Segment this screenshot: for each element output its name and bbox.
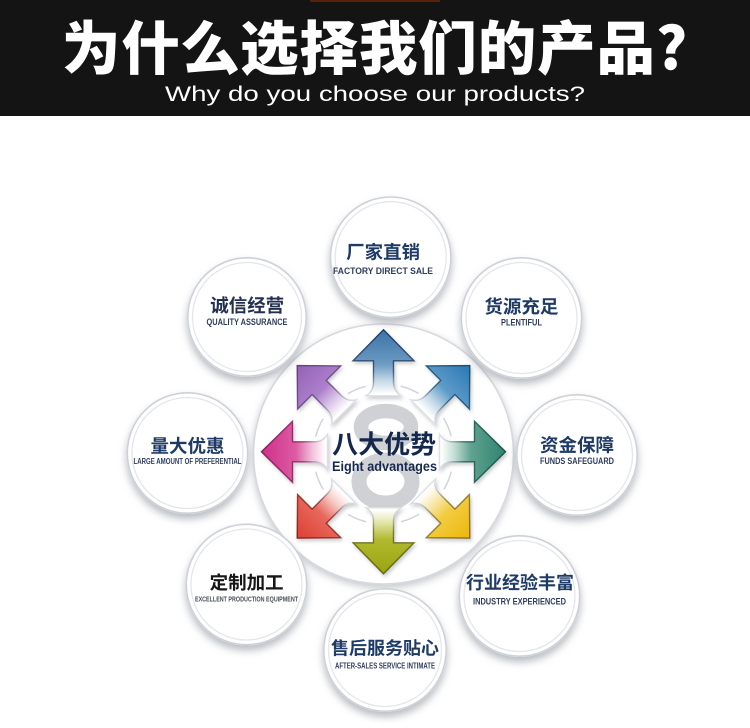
svg-text:FUNDS SAFEGUARD: FUNDS SAFEGUARD — [540, 456, 614, 466]
svg-text:EXCELLENT PRODUCTION EQUIPMENT: EXCELLENT PRODUCTION EQUIPMENT — [195, 595, 298, 604]
svg-text:Eight advantages: Eight advantages — [332, 458, 437, 474]
svg-text:PLENTIFUL: PLENTIFUL — [501, 318, 542, 328]
svg-text:INDUSTRY EXPERIENCED: INDUSTRY EXPERIENCED — [473, 597, 566, 607]
svg-text:FACTORY DIRECT SALE: FACTORY DIRECT SALE — [333, 266, 433, 276]
svg-text:QUALITY ASSURANCE: QUALITY ASSURANCE — [207, 317, 288, 327]
svg-text:Why do you choose our products: Why do you choose our products? — [165, 82, 585, 106]
svg-text:AFTER-SALES SERVICE INTIMATE: AFTER-SALES SERVICE INTIMATE — [335, 661, 435, 671]
svg-text:LARGE AMOUNT OF PREFERENTIAL: LARGE AMOUNT OF PREFERENTIAL — [134, 457, 242, 466]
